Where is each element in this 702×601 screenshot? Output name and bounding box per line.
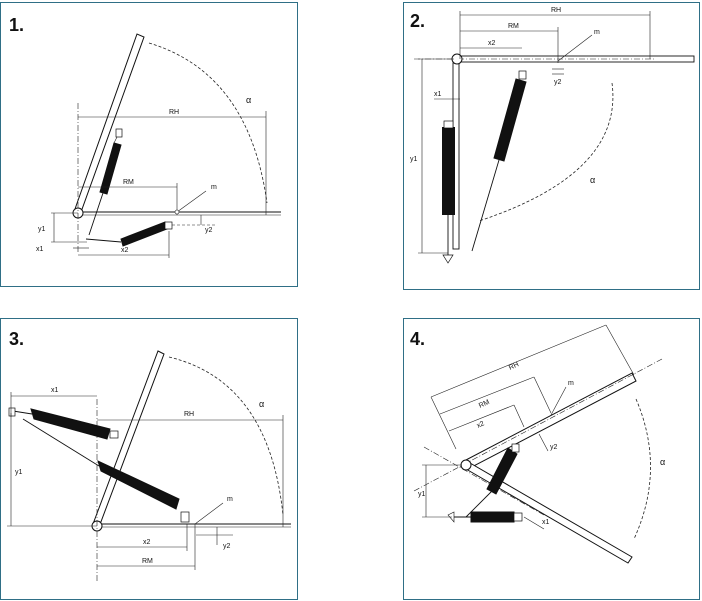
m-label: m (568, 380, 574, 387)
m-label: m (227, 496, 233, 503)
diagram-panel-4: RH RM x2 m y2 α x1 y1 4. (403, 318, 700, 600)
y1-label: y1 (38, 226, 46, 233)
alpha-label: α (660, 457, 665, 467)
panel-3-drawing: RH α x1 y1 x2 RM m y2 (7, 350, 291, 581)
gas-spring-cylinder-angled (493, 78, 527, 162)
rh-label: RH (169, 109, 179, 116)
x1-label: x1 (36, 246, 44, 253)
y2-label: y2 (554, 79, 562, 86)
panel-1-drawing: RH α RM m y2 y1 x1 x2 (36, 33, 281, 258)
gas-spring-cylinder-lower (97, 460, 180, 510)
diagram-panel-2: RH RM x2 m y2 x1 y1 α 2. (403, 2, 700, 290)
rh-label: RH (184, 411, 194, 418)
diagram-panel-1: RH α RM m y2 y1 x1 x2 (0, 2, 298, 287)
angle-arc (168, 356, 284, 516)
panel-number: 2. (410, 11, 426, 31)
x1-label: x1 (51, 387, 59, 394)
alpha-label: α (590, 175, 595, 185)
pivot-circle (460, 459, 472, 471)
x2-label: x2 (143, 539, 151, 546)
y1-label: y1 (418, 491, 426, 498)
rm-label: RM (508, 23, 519, 30)
y2-label: y2 (205, 227, 213, 234)
x2-label: x2 (488, 40, 496, 47)
y2-label: y2 (223, 543, 231, 550)
x2-label: x2 (476, 420, 486, 430)
m-label: m (211, 184, 217, 191)
angle-arc (148, 42, 268, 204)
y1-label: y1 (15, 469, 23, 476)
angle-arc (478, 82, 614, 222)
x1-label: x1 (542, 519, 550, 526)
panel-4-drawing: RH RM x2 m y2 α x1 y1 (413, 324, 665, 564)
y1-label: y1 (410, 156, 418, 163)
panel-number: 1. (9, 15, 25, 35)
x1-label: x1 (434, 91, 442, 98)
m-label: m (594, 29, 600, 36)
rh-label: RH (551, 7, 561, 14)
gas-spring-cylinder-horizontal (470, 511, 515, 523)
alpha-label: α (246, 95, 251, 105)
x2-label: x2 (121, 247, 129, 254)
diagram-panel-3: RH α x1 y1 x2 RM m y2 3. (0, 318, 298, 600)
gas-spring-cylinder-upper (99, 142, 122, 195)
panel-number: 3. (9, 329, 25, 349)
gas-spring-cylinder-vertical (442, 127, 455, 215)
panel-2-drawing: RH RM x2 m y2 x1 y1 α (410, 7, 695, 264)
angle-arc (633, 398, 651, 540)
rm-label: RM (123, 179, 134, 186)
rh-label: RH (508, 361, 520, 372)
y2-label: y2 (550, 444, 558, 451)
lid-panel (463, 372, 637, 470)
rm-label: RM (478, 399, 491, 410)
alpha-label: α (259, 399, 264, 409)
rm-label: RM (142, 558, 153, 565)
gas-spring-cylinder-upper (30, 408, 111, 440)
panel-number: 4. (410, 329, 426, 349)
gas-spring-cylinder-lower (120, 221, 168, 247)
lid-panel (92, 350, 165, 528)
